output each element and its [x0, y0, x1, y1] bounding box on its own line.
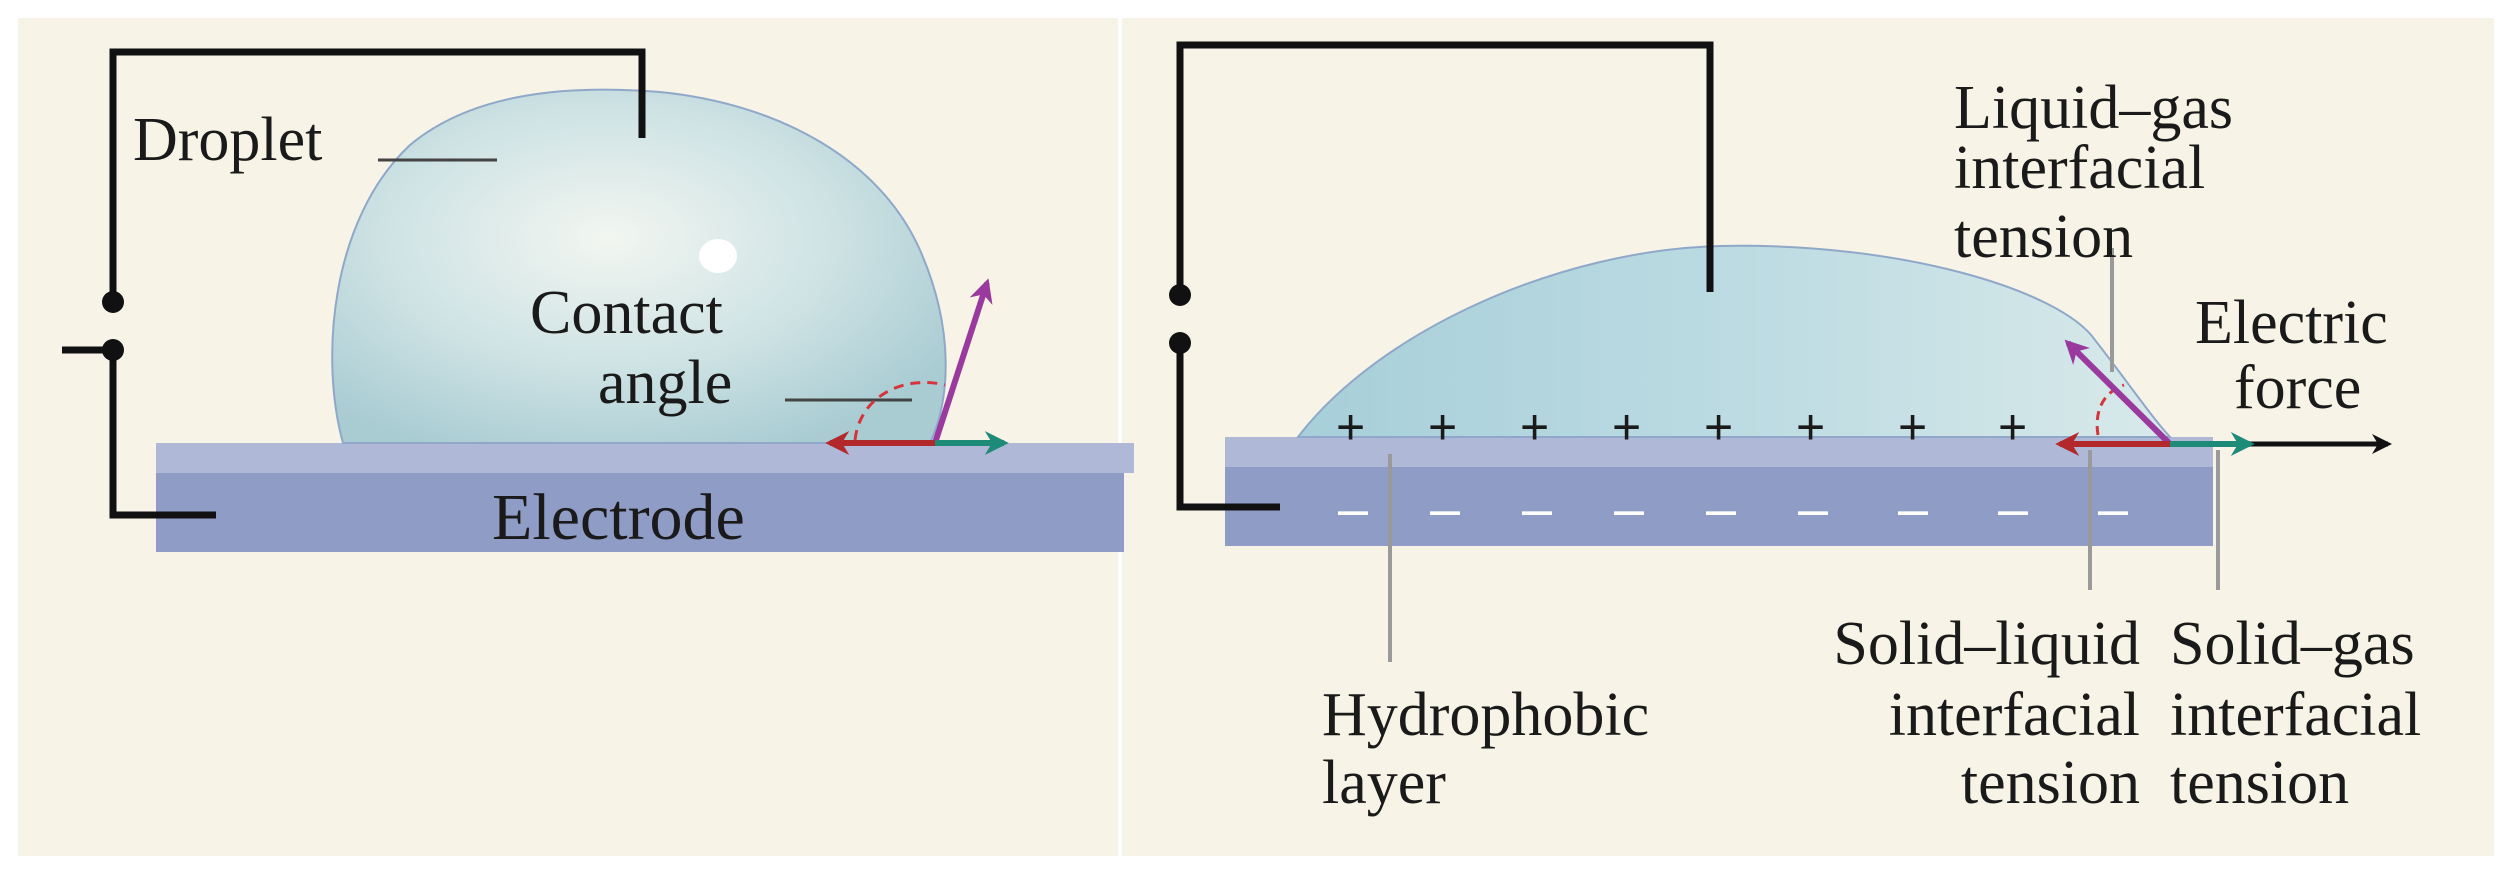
minus-charge: –	[1614, 479, 1644, 539]
right-panel: + + + + + + + + – – – – – – – – – Liquid…	[1169, 41, 2421, 817]
left-circuit-wire-bottom	[109, 350, 216, 519]
solid-liquid-label-line3: tension	[1961, 749, 2140, 817]
solid-gas-label-line3: tension	[2170, 749, 2349, 817]
plus-charge: +	[1998, 399, 2027, 455]
minus-charge: –	[1338, 479, 1368, 539]
electric-force-label-line1: Electric	[2195, 289, 2388, 357]
right-circuit-wire-bottom	[1176, 343, 1280, 511]
contact-angle-label-line2: angle	[598, 349, 732, 417]
left-droplet	[331, 88, 947, 444]
droplet-highlight	[699, 239, 737, 273]
minus-charge: –	[1430, 479, 1460, 539]
liquid-gas-label-line2: interfacial	[1954, 134, 2205, 202]
contact-angle-arc	[853, 380, 946, 441]
plus-charge: +	[1520, 399, 1549, 455]
plus-charge: +	[1796, 399, 1825, 455]
plus-charge: +	[1336, 399, 1365, 455]
solid-liquid-label-line1: Solid–liquid	[1833, 610, 2140, 678]
left-terminal-dot-top	[102, 291, 124, 313]
hydrophobic-label-line2: layer	[1322, 749, 1446, 817]
left-terminal-dot-bottom	[102, 339, 124, 361]
right-contact-angle-arc	[2095, 383, 2125, 436]
contact-angle-label-line1: Contact	[530, 279, 723, 347]
right-terminal-dot-bottom	[1169, 332, 1191, 354]
minus-charge: –	[1798, 479, 1828, 539]
minus-charge: –	[1898, 479, 1928, 539]
left-circuit-wire-top	[109, 48, 646, 302]
left-liquid-gas-arrow	[932, 278, 993, 444]
plus-charge: +	[1428, 399, 1457, 455]
minus-charge: –	[2098, 479, 2128, 539]
right-terminal-dot-top	[1169, 284, 1191, 306]
liquid-gas-label-line1: Liquid–gas	[1954, 74, 2233, 142]
plus-charge: +	[1612, 399, 1641, 455]
solid-gas-label-line1: Solid–gas	[2170, 610, 2415, 678]
left-hydrophobic-layer	[156, 443, 1134, 473]
hydrophobic-label-line1: Hydrophobic	[1322, 681, 1649, 749]
left-panel: Droplet Contact angle Electrode	[62, 48, 1134, 554]
minus-charge: –	[1522, 479, 1552, 539]
right-circuit-wire-top	[1176, 41, 1714, 295]
minus-charge: –	[1998, 479, 2028, 539]
plus-charge: +	[1704, 399, 1733, 455]
right-liquid-gas-arrow	[2064, 339, 2173, 447]
minus-charge: –	[1706, 479, 1736, 539]
electric-force-label-line2: force	[2234, 354, 2361, 422]
plus-charge: +	[1898, 399, 1927, 455]
left-electrode	[156, 466, 1124, 552]
solid-liquid-label-line2: interfacial	[1889, 681, 2140, 749]
electrode-label: Electrode	[492, 481, 745, 554]
solid-gas-label-line2: interfacial	[2170, 681, 2421, 749]
droplet-label: Droplet	[133, 106, 322, 174]
right-droplet	[1295, 244, 2173, 438]
liquid-gas-label-line3: tension	[1954, 203, 2133, 271]
